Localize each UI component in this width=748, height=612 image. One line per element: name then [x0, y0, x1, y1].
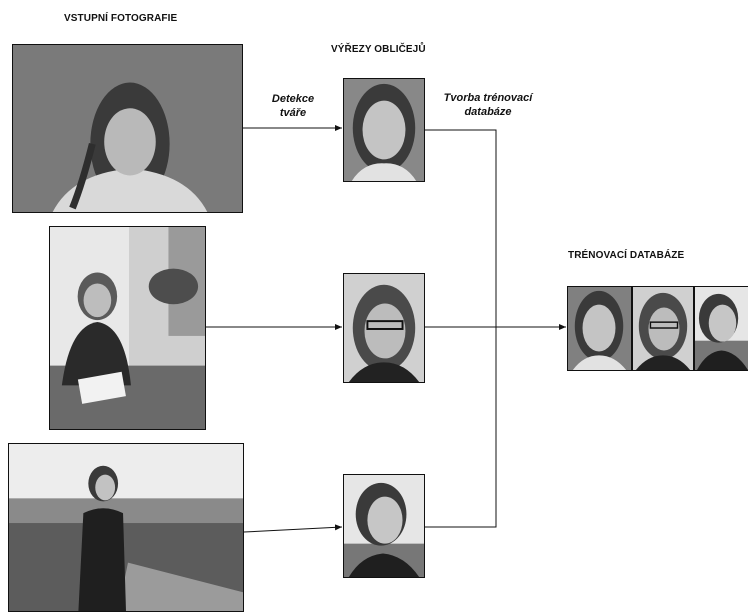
face-crop-2	[343, 273, 425, 383]
input-photo-2	[49, 226, 206, 430]
input-photo-1	[12, 44, 243, 213]
input-photos-heading: VSTUPNÍ FOTOGRAFIE	[64, 13, 178, 24]
training-label-line2: databáze	[464, 106, 512, 118]
training-label-line1: Tvorba trénovací	[443, 92, 533, 104]
database-face-2	[632, 286, 694, 371]
arrow-detection-3	[243, 524, 343, 533]
training-database-heading: TRÉNOVACÍ DATABÁZE	[568, 250, 685, 261]
collector-line	[425, 129, 497, 528]
face-crops-heading: VÝŘEZY OBLIČEJŮ	[331, 44, 426, 55]
database-face-1	[567, 286, 632, 371]
face-crop-1	[343, 78, 425, 182]
face-detection-label: Detekce tváře	[262, 92, 324, 120]
input-photo-3	[8, 443, 244, 612]
face-detection-label-line1: Detekce	[271, 93, 315, 105]
training-database-creation-label: Tvorba trénovací databáze	[432, 91, 544, 119]
database-face-3	[694, 286, 748, 371]
face-detection-label-line2: tváře	[279, 107, 307, 119]
face-crop-3	[343, 474, 425, 578]
